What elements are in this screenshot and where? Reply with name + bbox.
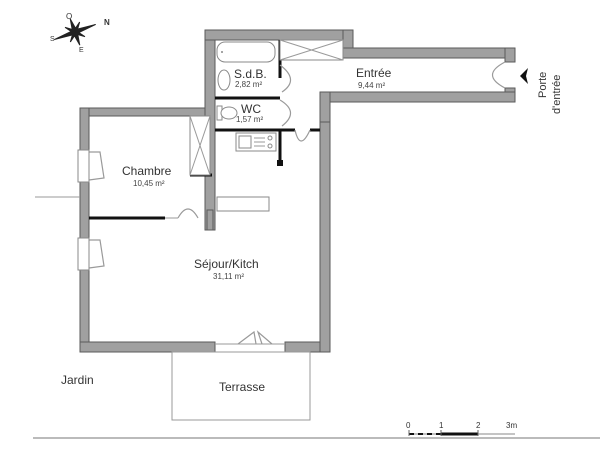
- scale-tick-2: 2: [476, 421, 481, 430]
- scale-tick-1: 1: [439, 421, 444, 430]
- scale-tick-0: 0: [406, 421, 411, 430]
- label-terrasse: Terrasse: [219, 380, 266, 394]
- entry-closet: [279, 39, 344, 61]
- compass-icon: [54, 18, 96, 46]
- bathtub-icon: [216, 41, 276, 63]
- compass-south: S: [50, 36, 55, 43]
- room-area-entree: 9,44 m²: [358, 81, 386, 90]
- entrance-arrow-icon: [520, 68, 528, 84]
- toilet-icon: [216, 105, 238, 121]
- room-area-sdb: 2,82 m²: [235, 80, 263, 89]
- room-name-wc: WC: [241, 102, 261, 116]
- entrance-label-line2: d'entrée: [551, 74, 563, 114]
- compass-north: N: [104, 18, 110, 27]
- kitchen-unit-icon: [235, 132, 277, 152]
- counter: [216, 196, 270, 212]
- scale-bar: [408, 430, 515, 436]
- entrance-label: Porte d'entrée: [533, 60, 573, 120]
- room-area-chambre: 10,45 m²: [133, 179, 165, 188]
- compass-east: E: [79, 47, 84, 54]
- room-area-wc: 1,57 m²: [236, 115, 264, 124]
- scale-tick-3: 3m: [506, 421, 518, 430]
- room-name-sejour: Séjour/Kitch: [194, 257, 259, 271]
- doors: [88, 61, 506, 345]
- label-jardin: Jardin: [61, 373, 94, 387]
- room-name-entree: Entrée: [356, 66, 392, 80]
- sink-icon: [217, 69, 231, 91]
- exterior-walls: [79, 29, 516, 353]
- entrance-label-line1: Porte: [537, 71, 549, 98]
- closet: [189, 115, 211, 176]
- terrasse-outline: [171, 351, 311, 421]
- room-name-sdb: S.d.B.: [234, 67, 267, 81]
- room-name-chambre: Chambre: [122, 164, 172, 178]
- room-area-sejour: 31,11 m²: [213, 272, 244, 281]
- compass-west: O: [66, 12, 73, 21]
